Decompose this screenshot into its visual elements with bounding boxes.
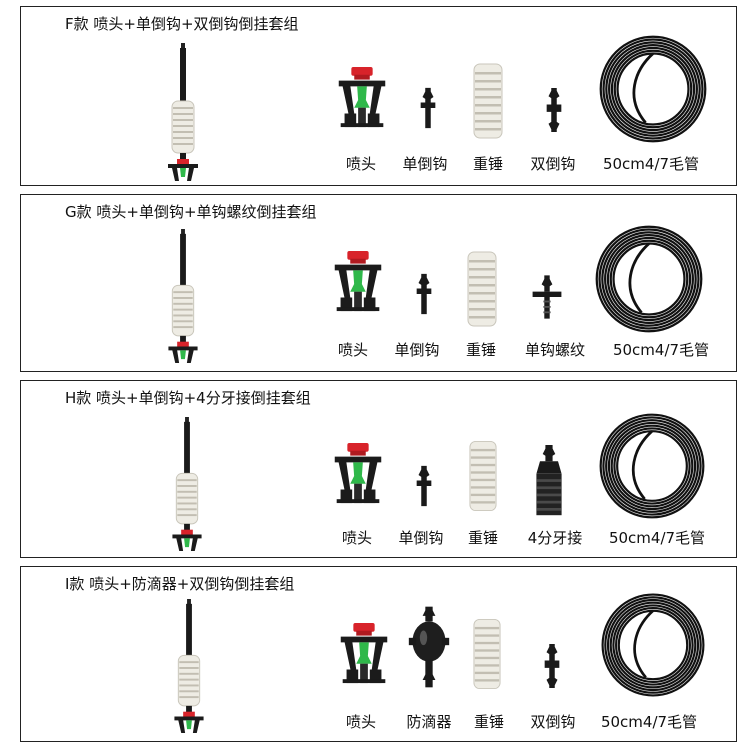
coiled-tube-image — [597, 411, 707, 521]
part-label: 重锤 — [467, 529, 499, 547]
part-label: 50cm4/7毛管 — [608, 529, 706, 547]
product-panel-g: G款 喷头+单倒钩+单钩螺纹倒挂套组 喷头 单倒钩 重锤 单钩螺纹 50cm4/… — [20, 194, 737, 372]
single-barb-image — [417, 85, 439, 131]
panel-title: I款 喷头+防滴器+双倒钩倒挂套组 — [65, 575, 295, 593]
thread-barb-image — [529, 273, 565, 321]
product-panel-i: I款 喷头+防滴器+双倒钩倒挂套组 喷头 防滴器 重锤 双倒钩 50cm4/7毛… — [20, 566, 737, 742]
hanging-assembly-image — [163, 229, 203, 365]
part-label: 50cm4/7毛管 — [600, 713, 698, 731]
hanging-assembly-image — [167, 417, 207, 553]
panel-title: F款 喷头+单倒钩+双倒钩倒挂套组 — [65, 15, 299, 33]
anti-drip-image — [407, 603, 451, 691]
part-label: 重锤 — [472, 155, 504, 173]
product-panel-f: F款 喷头+单倒钩+双倒钩倒挂套组 喷头 单倒钩 重锤 双倒钩 50cm4/7毛… — [20, 6, 737, 186]
part-label: 双倒钩 — [530, 713, 576, 731]
weight-image — [473, 63, 503, 139]
part-label: 双倒钩 — [530, 155, 576, 173]
part-label: 单倒钩 — [398, 529, 444, 547]
part-label: 50cm4/7毛管 — [612, 341, 710, 359]
weight-image — [473, 617, 501, 691]
weight-image — [469, 439, 497, 513]
nozzle-image — [327, 441, 389, 507]
product-panel-h: H款 喷头+单倒钩+4分牙接倒挂套组 喷头 单倒钩 重锤 4分牙接 50cm4/… — [20, 380, 737, 558]
part-label: 喷头 — [337, 341, 369, 359]
part-label: 防滴器 — [406, 713, 452, 731]
double-barb-image — [541, 641, 563, 691]
coiled-tube-image — [593, 223, 705, 335]
nozzle-image — [327, 249, 389, 315]
part-label: 单倒钩 — [402, 155, 448, 173]
single-barb-image — [413, 463, 435, 509]
part-label: 重锤 — [473, 713, 505, 731]
coiled-tube-image — [597, 33, 709, 145]
part-label: 重锤 — [465, 341, 497, 359]
coiled-tube-image — [599, 591, 707, 699]
double-barb-image — [543, 85, 565, 135]
panel-title: H款 喷头+单倒钩+4分牙接倒挂套组 — [65, 389, 311, 407]
part-label: 单倒钩 — [394, 341, 440, 359]
part-label: 喷头 — [345, 155, 377, 173]
nozzle-image — [331, 65, 393, 131]
part-label: 50cm4/7毛管 — [602, 155, 700, 173]
thread-adapter-image — [531, 443, 567, 519]
nozzle-image — [333, 621, 395, 687]
part-label: 喷头 — [341, 529, 373, 547]
single-barb-image — [413, 271, 435, 317]
panel-title: G款 喷头+单倒钩+单钩螺纹倒挂套组 — [65, 203, 317, 221]
weight-image — [467, 251, 497, 327]
hanging-assembly-image — [169, 599, 209, 735]
part-label: 喷头 — [345, 713, 377, 731]
hanging-assembly-image — [163, 43, 203, 183]
part-label: 4分牙接 — [527, 529, 583, 547]
part-label: 单钩螺纹 — [524, 341, 586, 359]
